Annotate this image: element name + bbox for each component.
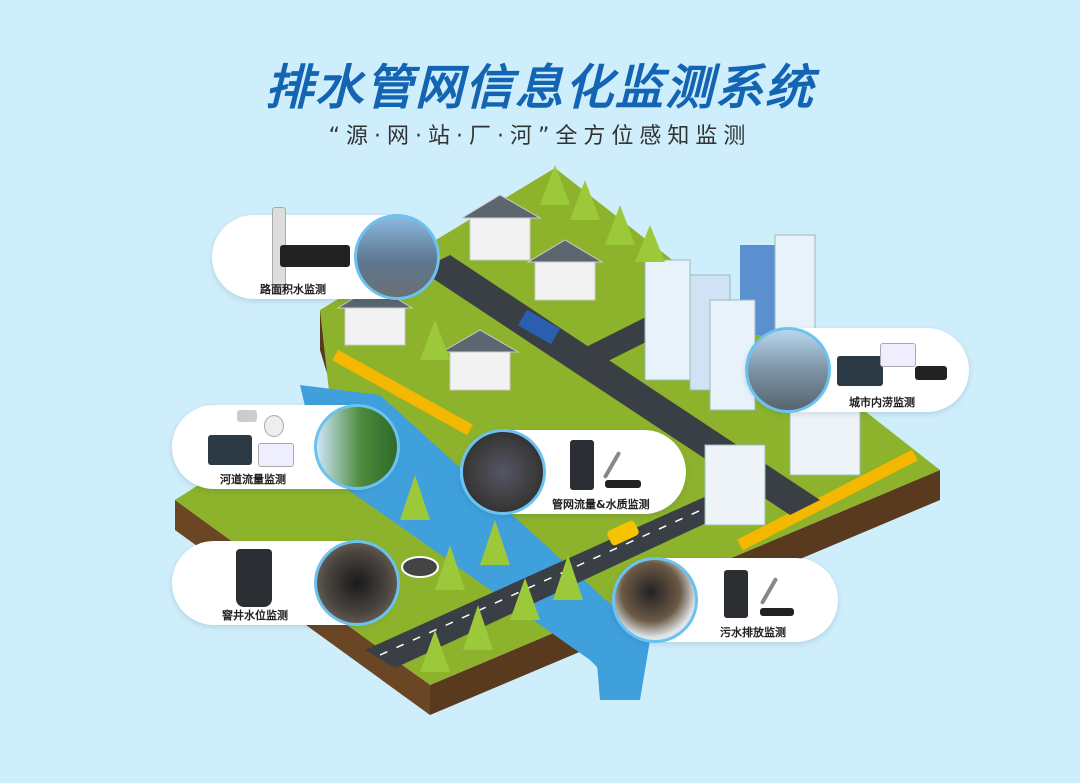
callout-urban-flooding[interactable]: 城市内涝监测 xyxy=(745,327,969,413)
truck-blue xyxy=(518,309,560,345)
pipe-right xyxy=(737,449,918,551)
touchscreen-icon xyxy=(880,343,916,367)
callout-label: 城市内涝监测 xyxy=(849,396,915,409)
page-title: 排水管网信息化监测系统 xyxy=(264,60,815,116)
road-waterlogging-photo xyxy=(354,214,440,300)
water-quality-probe-icon xyxy=(759,577,779,605)
pipe-network-photo xyxy=(460,429,546,515)
callout-label: 污水排放监测 xyxy=(720,626,786,639)
camera-icon xyxy=(915,366,947,380)
led-display-icon xyxy=(280,245,350,267)
sewage-discharge-photo xyxy=(612,557,698,643)
pipe-left xyxy=(332,349,473,436)
callout-sewage-discharge[interactable]: 污水排放监测 xyxy=(612,557,838,643)
manhole-level-photo xyxy=(314,540,400,626)
trees xyxy=(400,165,665,672)
houses xyxy=(336,194,604,391)
sensor-icon xyxy=(760,608,794,616)
callout-label: 河道流量监测 xyxy=(220,473,286,486)
callout-river-flow[interactable]: 河道流量监测 xyxy=(172,404,400,490)
manhole-cover xyxy=(401,556,439,578)
water-quality-probe-icon xyxy=(602,451,622,479)
road-lower xyxy=(365,490,745,668)
flow-meter-icon xyxy=(570,440,594,490)
skyscrapers xyxy=(644,234,861,526)
urban-flooding-photo xyxy=(745,327,831,413)
page-subtitle: “源·网·站·厂·河”全方位感知监测 xyxy=(328,124,752,149)
callout-label: 管网流量&水质监测 xyxy=(552,498,650,511)
callout-road-waterlogging[interactable]: 路面积水监测 xyxy=(212,207,440,300)
callout-manhole-level[interactable]: 窨井水位监测 xyxy=(172,540,400,626)
callout-label: 路面积水监测 xyxy=(260,283,326,296)
controller-icon xyxy=(208,435,252,465)
level-gauge-icon xyxy=(236,549,272,607)
river-flow-photo xyxy=(314,404,400,490)
callout-label: 窨井水位监测 xyxy=(222,609,288,622)
car-yellow xyxy=(607,520,639,546)
waterfall xyxy=(595,640,650,700)
radar-sensor-icon xyxy=(237,410,257,422)
touchscreen-icon xyxy=(258,443,294,467)
flow-meter-icon xyxy=(724,570,748,618)
sensor-icon xyxy=(605,480,641,488)
controller-icon xyxy=(837,356,883,386)
callout-pipe-network[interactable]: 管网流量&水质监测 xyxy=(460,429,686,515)
dome-camera-icon xyxy=(264,415,284,437)
